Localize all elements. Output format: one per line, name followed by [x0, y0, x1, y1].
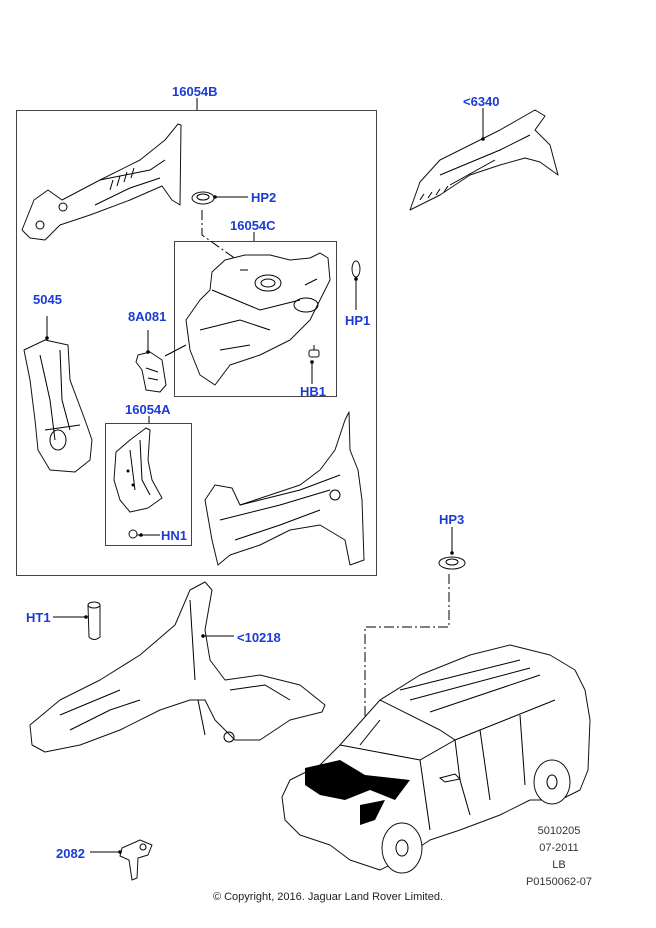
callout-ht1[interactable]: HT1	[26, 610, 51, 625]
part-nut-hn1	[128, 529, 138, 539]
dash-line-hp2	[201, 210, 241, 263]
part-a-pillar-5045	[23, 339, 93, 473]
part-upper-apron-rail	[21, 123, 182, 241]
region-code: LB	[552, 859, 566, 871]
callout-8A081[interactable]: 8A081	[128, 309, 167, 324]
part-grommet-hp2	[191, 191, 215, 205]
dash-line-hp3	[364, 574, 450, 780]
copyright-notice: © Copyright, 2016. Jaguar Land Rover Lim…	[212, 891, 444, 903]
revision-date: 07-2011	[539, 842, 579, 854]
part-bracket-2082	[119, 839, 153, 881]
reference-number: 5010205	[537, 825, 581, 837]
callout-hn1[interactable]: HN1	[161, 528, 188, 543]
callout-hp3[interactable]: HP3	[439, 512, 465, 527]
part-plug-ht1	[87, 601, 101, 640]
part-grommet-hp3	[438, 556, 466, 570]
part-inner-wheelhouse	[185, 252, 331, 386]
part-cowl-apron	[204, 411, 365, 566]
part-grommet-hp1	[351, 260, 361, 278]
callout-hp2[interactable]: HP2	[251, 190, 277, 205]
callout-16054C[interactable]: 16054C	[230, 218, 276, 233]
callout-hp1[interactable]: HP1	[345, 313, 371, 328]
part-bolt-hb1	[308, 345, 320, 358]
callout-5045[interactable]: 5045	[33, 292, 62, 307]
group-box-16054B	[16, 110, 377, 576]
callout-hb1[interactable]: HB1	[300, 384, 327, 399]
part-bracket-8a081	[135, 351, 167, 393]
callout-6340[interactable]: <6340	[463, 94, 500, 109]
vehicle-illustration	[281, 644, 591, 874]
part-body-side-10218	[29, 581, 326, 753]
callout-16054A[interactable]: 16054A	[125, 402, 171, 417]
part-side-rail-6340	[409, 109, 559, 211]
group-box-16054A	[105, 423, 192, 546]
callout-10218[interactable]: <10218	[237, 630, 281, 645]
callout-16054B[interactable]: 16054B	[172, 84, 218, 99]
callout-2082[interactable]: 2082	[56, 846, 85, 861]
illustration-id: P0150062-07	[525, 876, 593, 888]
group-box-16054C	[174, 241, 337, 397]
part-reinforcement-16054A	[113, 427, 163, 513]
dash-line-8a081	[164, 344, 187, 357]
